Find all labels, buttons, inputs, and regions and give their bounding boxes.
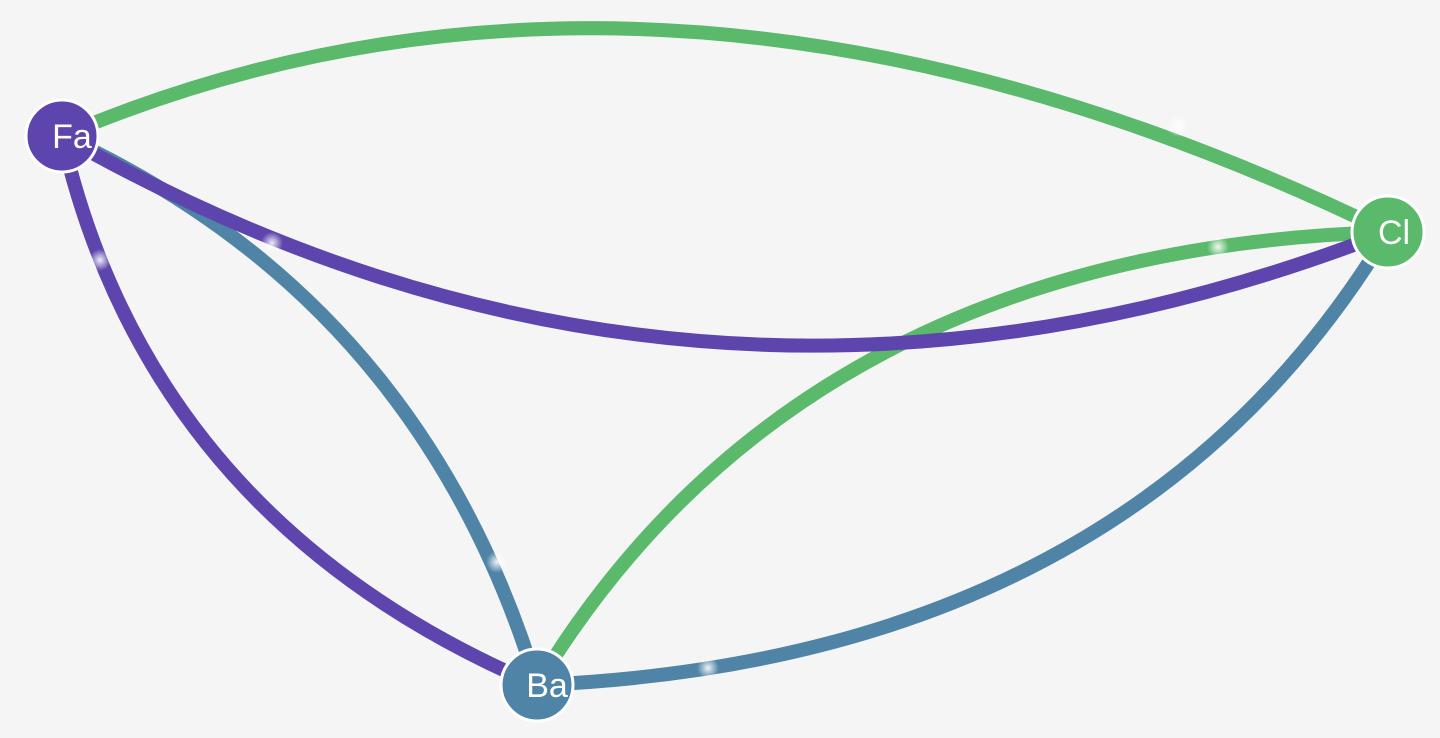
node-fa-label: Fa [52, 118, 92, 156]
node-ba[interactable]: Ba [499, 647, 575, 723]
edge-flow-glow [89, 249, 111, 271]
node-fa-circle [24, 98, 100, 174]
edge-ba-cl-blue [530, 225, 1395, 692]
node-fa[interactable]: Fa [24, 98, 100, 174]
edge-fa-ba-purple [55, 129, 544, 692]
edge-fa-cl-purple [55, 129, 1395, 353]
edge-fa-cl-green [55, 21, 1395, 239]
edge-flow-glow [1167, 115, 1189, 137]
node-ba-label: Ba [526, 667, 568, 705]
edge-flow-glow [486, 551, 508, 573]
edge-cl-ba-green [530, 225, 1395, 692]
node-cl[interactable]: Cl [1350, 194, 1426, 270]
node-cl-circle [1350, 194, 1426, 270]
node-ba-circle [499, 647, 575, 723]
edge-flow-glow [1207, 236, 1229, 258]
node-cl-label: Cl [1378, 214, 1410, 252]
edge-fa-ba-blue [55, 129, 544, 692]
edge-flow-glow [261, 232, 283, 254]
edge-flow-glow [697, 657, 719, 679]
